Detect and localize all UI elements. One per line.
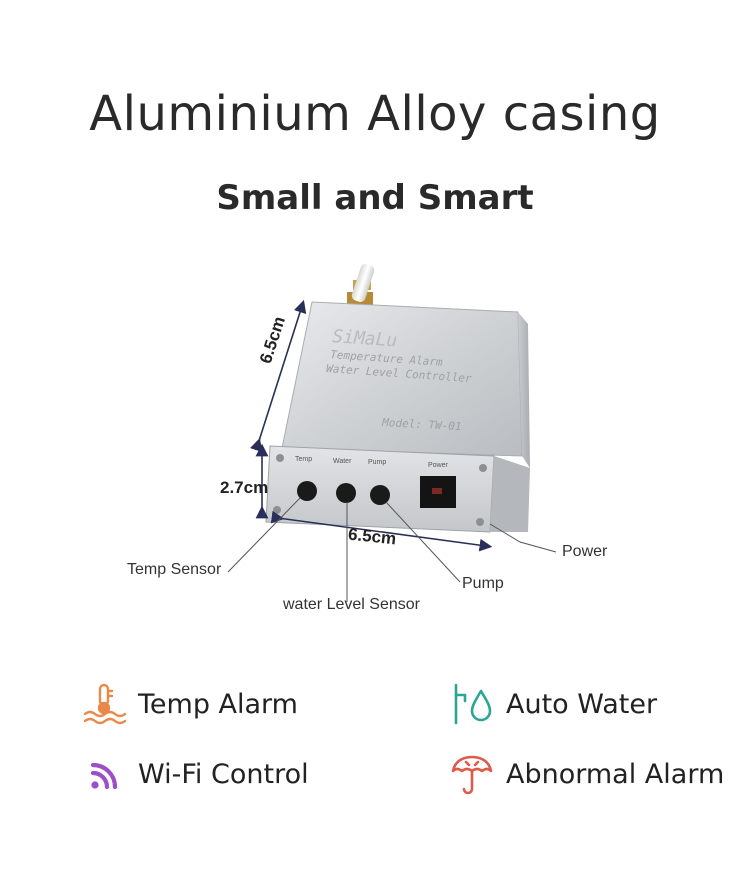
device-illustration: SiMaLu Temperature Alarm Water Level Con… [227,264,557,602]
feature-label: Auto Water [506,688,658,720]
feature-label: Wi-Fi Control [138,758,309,790]
device-model: Model: TW-01 [381,416,462,433]
port-label-power: Power [428,462,449,469]
callout-pump: Pump [462,575,504,592]
callout-power: Power [562,543,608,560]
umbrella-icon [448,750,496,798]
page-title: Aluminium Alloy casing [89,86,661,142]
wifi-signal-icon [80,750,128,798]
feature-auto-water: Auto Water [448,680,657,728]
device-brand: SiMaLu [332,326,398,351]
sensor-ports [297,476,456,508]
page-subtitle: Small and Smart [216,178,534,218]
antenna [347,264,375,306]
feature-temp-alarm: Temp Alarm [80,680,298,728]
port-label-temp: Temp [295,456,312,463]
port-label-water: Water [333,458,352,465]
feature-wifi-control: Wi-Fi Control [80,750,309,798]
callout-temp-sensor: Temp Sensor [127,561,222,578]
thermometer-water-icon [80,680,128,728]
feature-label: Abnormal Alarm [506,758,725,790]
callout-water-level-sensor: water Level Sensor [283,596,420,613]
faucet-drop-icon [448,680,496,728]
feature-abnormal-alarm: Abnormal Alarm [448,750,724,798]
port-label-pump: Pump [368,459,386,466]
dimension-height-label: 2.7cm [220,478,269,497]
feature-label: Temp Alarm [138,688,298,720]
